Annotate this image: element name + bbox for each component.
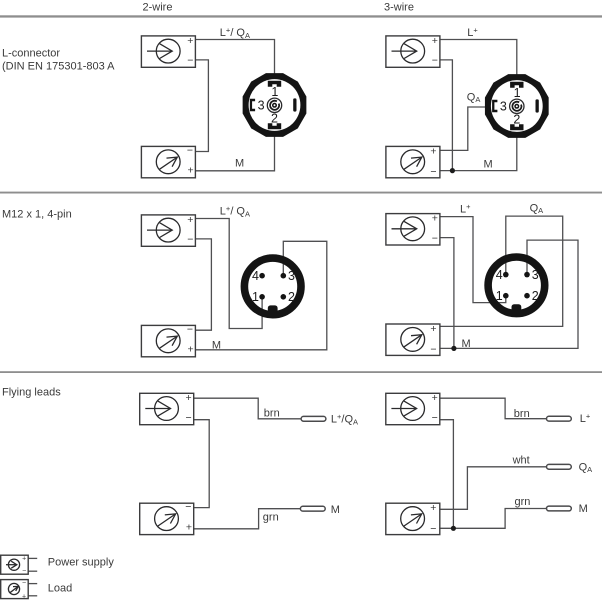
- svg-text:−: −: [22, 580, 26, 587]
- svg-text:brn: brn: [514, 408, 530, 420]
- svg-text:QA: QA: [467, 91, 481, 104]
- svg-text:wht: wht: [512, 454, 530, 466]
- svg-text:L+/ QA: L+/ QA: [220, 204, 250, 218]
- svg-text:L+: L+: [460, 202, 471, 216]
- svg-text:−: −: [22, 568, 26, 575]
- svg-text:L+/QA: L+/QA: [331, 412, 358, 426]
- svg-text:L+: L+: [467, 26, 478, 40]
- svg-text:3-wire: 3-wire: [384, 1, 414, 13]
- svg-text:M: M: [235, 158, 244, 170]
- svg-text:Power supply: Power supply: [48, 557, 115, 569]
- svg-text:M: M: [579, 503, 588, 515]
- svg-text:L-connector: L-connector: [2, 48, 60, 60]
- svg-text:L+/ QA: L+/ QA: [220, 26, 250, 40]
- svg-text:QA: QA: [579, 461, 593, 474]
- svg-text:(DIN EN 175301-803 A: (DIN EN 175301-803 A: [2, 60, 115, 72]
- svg-text:grn: grn: [263, 511, 279, 523]
- svg-text:grn: grn: [515, 496, 531, 508]
- svg-text:+: +: [22, 593, 26, 600]
- svg-text:+: +: [22, 556, 26, 563]
- svg-text:QA: QA: [530, 202, 544, 215]
- svg-text:Load: Load: [48, 582, 72, 594]
- svg-text:L+: L+: [580, 411, 591, 425]
- svg-text:brn: brn: [264, 408, 280, 420]
- svg-text:M: M: [484, 159, 493, 171]
- svg-text:Flying leads: Flying leads: [2, 386, 61, 398]
- svg-text:M: M: [331, 504, 340, 516]
- svg-text:M: M: [462, 338, 471, 350]
- svg-text:2-wire: 2-wire: [143, 1, 173, 13]
- svg-text:M12 x 1, 4-pin: M12 x 1, 4-pin: [2, 208, 72, 220]
- svg-text:M: M: [212, 339, 221, 351]
